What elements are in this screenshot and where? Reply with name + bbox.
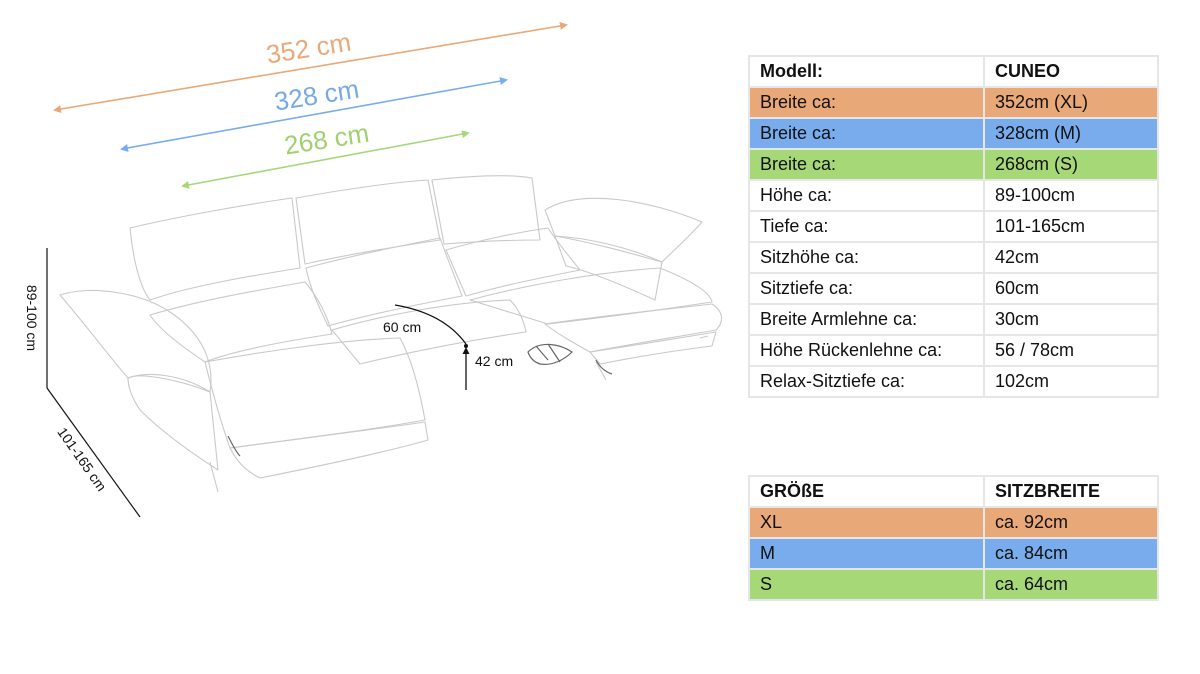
dimensions-header-row: Modell:CUNEO	[748, 55, 1159, 88]
dimensions-label-cell: Höhe Rückenlehne ca:	[748, 334, 985, 367]
dimensions-row: Breite ca:328cm (M)	[748, 117, 1159, 150]
dimensions-value-cell: 268cm (S)	[983, 148, 1159, 181]
dimensions-label-cell: Höhe ca:	[748, 179, 985, 212]
dimensions-label-cell: Tiefe ca:	[748, 210, 985, 243]
dimensions-label-cell: Relax-Sitztiefe ca:	[748, 365, 985, 398]
sizes-value-cell: ca. 92cm	[983, 506, 1159, 539]
seat-depth-label: 60 cm	[383, 319, 421, 335]
dimensions-value-cell: 56 / 78cm	[983, 334, 1159, 367]
dimensions-row: Sitztiefe ca:60cm	[748, 272, 1159, 305]
dimensions-label-cell: Sitztiefe ca:	[748, 272, 985, 305]
dimensions-label-cell: Breite ca:	[748, 86, 985, 119]
height-label: 89-100 cm	[24, 285, 40, 351]
sizes-header-cell: GRÖßE	[748, 475, 985, 508]
dimensions-row: Sitzhöhe ca:42cm	[748, 241, 1159, 274]
dimensions-label-cell: Breite Armlehne ca:	[748, 303, 985, 336]
dimensions-row: Breite ca:352cm (XL)	[748, 86, 1159, 119]
recliner-mechanism	[227, 343, 613, 457]
depth-label: 101-165 cm	[54, 424, 110, 494]
width-m-label: 328 cm	[272, 74, 361, 117]
seat-depth-arc	[394, 304, 467, 345]
seat-depth-marker	[464, 344, 468, 348]
sofa-dimension-diagram: 352 cm 328 cm 268 cm 89-100 cm 101-165 c…	[24, 22, 723, 518]
dimensions-label-cell: Breite ca:	[748, 117, 985, 150]
depth-line	[46, 387, 141, 518]
dimensions-row: Höhe Rückenlehne ca:56 / 78cm	[748, 334, 1159, 367]
dimensions-value-cell: 352cm (XL)	[983, 86, 1159, 119]
dimensions-header-cell: Modell:	[748, 55, 985, 88]
dimensions-header-cell: CUNEO	[983, 55, 1159, 88]
sizes-label-cell: M	[748, 537, 985, 570]
sizes-header-cell: SITZBREITE	[983, 475, 1159, 508]
sizes-label-cell: XL	[748, 506, 985, 539]
sizes-label-cell: S	[748, 568, 985, 601]
dimensions-row: Relax-Sitztiefe ca:102cm	[748, 365, 1159, 398]
dimensions-value-cell: 102cm	[983, 365, 1159, 398]
dimensions-value-cell: 101-165cm	[983, 210, 1159, 243]
dimensions-row: Höhe ca:89-100cm	[748, 179, 1159, 212]
width-s-arrow	[181, 130, 470, 189]
dimensions-value-cell: 60cm	[983, 272, 1159, 305]
sofa-drawing	[59, 175, 723, 493]
dimensions-value-cell: 89-100cm	[983, 179, 1159, 212]
dimensions-value-cell: 328cm (M)	[983, 117, 1159, 150]
dimensions-label-cell: Sitzhöhe ca:	[748, 241, 985, 274]
dimensions-label-cell: Breite ca:	[748, 148, 985, 181]
dimensions-row: Breite Armlehne ca:30cm	[748, 303, 1159, 336]
dimensions-row: Tiefe ca:101-165cm	[748, 210, 1159, 243]
dimensions-row: Breite ca:268cm (S)	[748, 148, 1159, 181]
sizes-value-cell: ca. 84cm	[983, 537, 1159, 570]
sizes-value-cell: ca. 64cm	[983, 568, 1159, 601]
dimensions-value-cell: 42cm	[983, 241, 1159, 274]
seat-height-label: 42 cm	[475, 353, 513, 369]
dimensions-value-cell: 30cm	[983, 303, 1159, 336]
